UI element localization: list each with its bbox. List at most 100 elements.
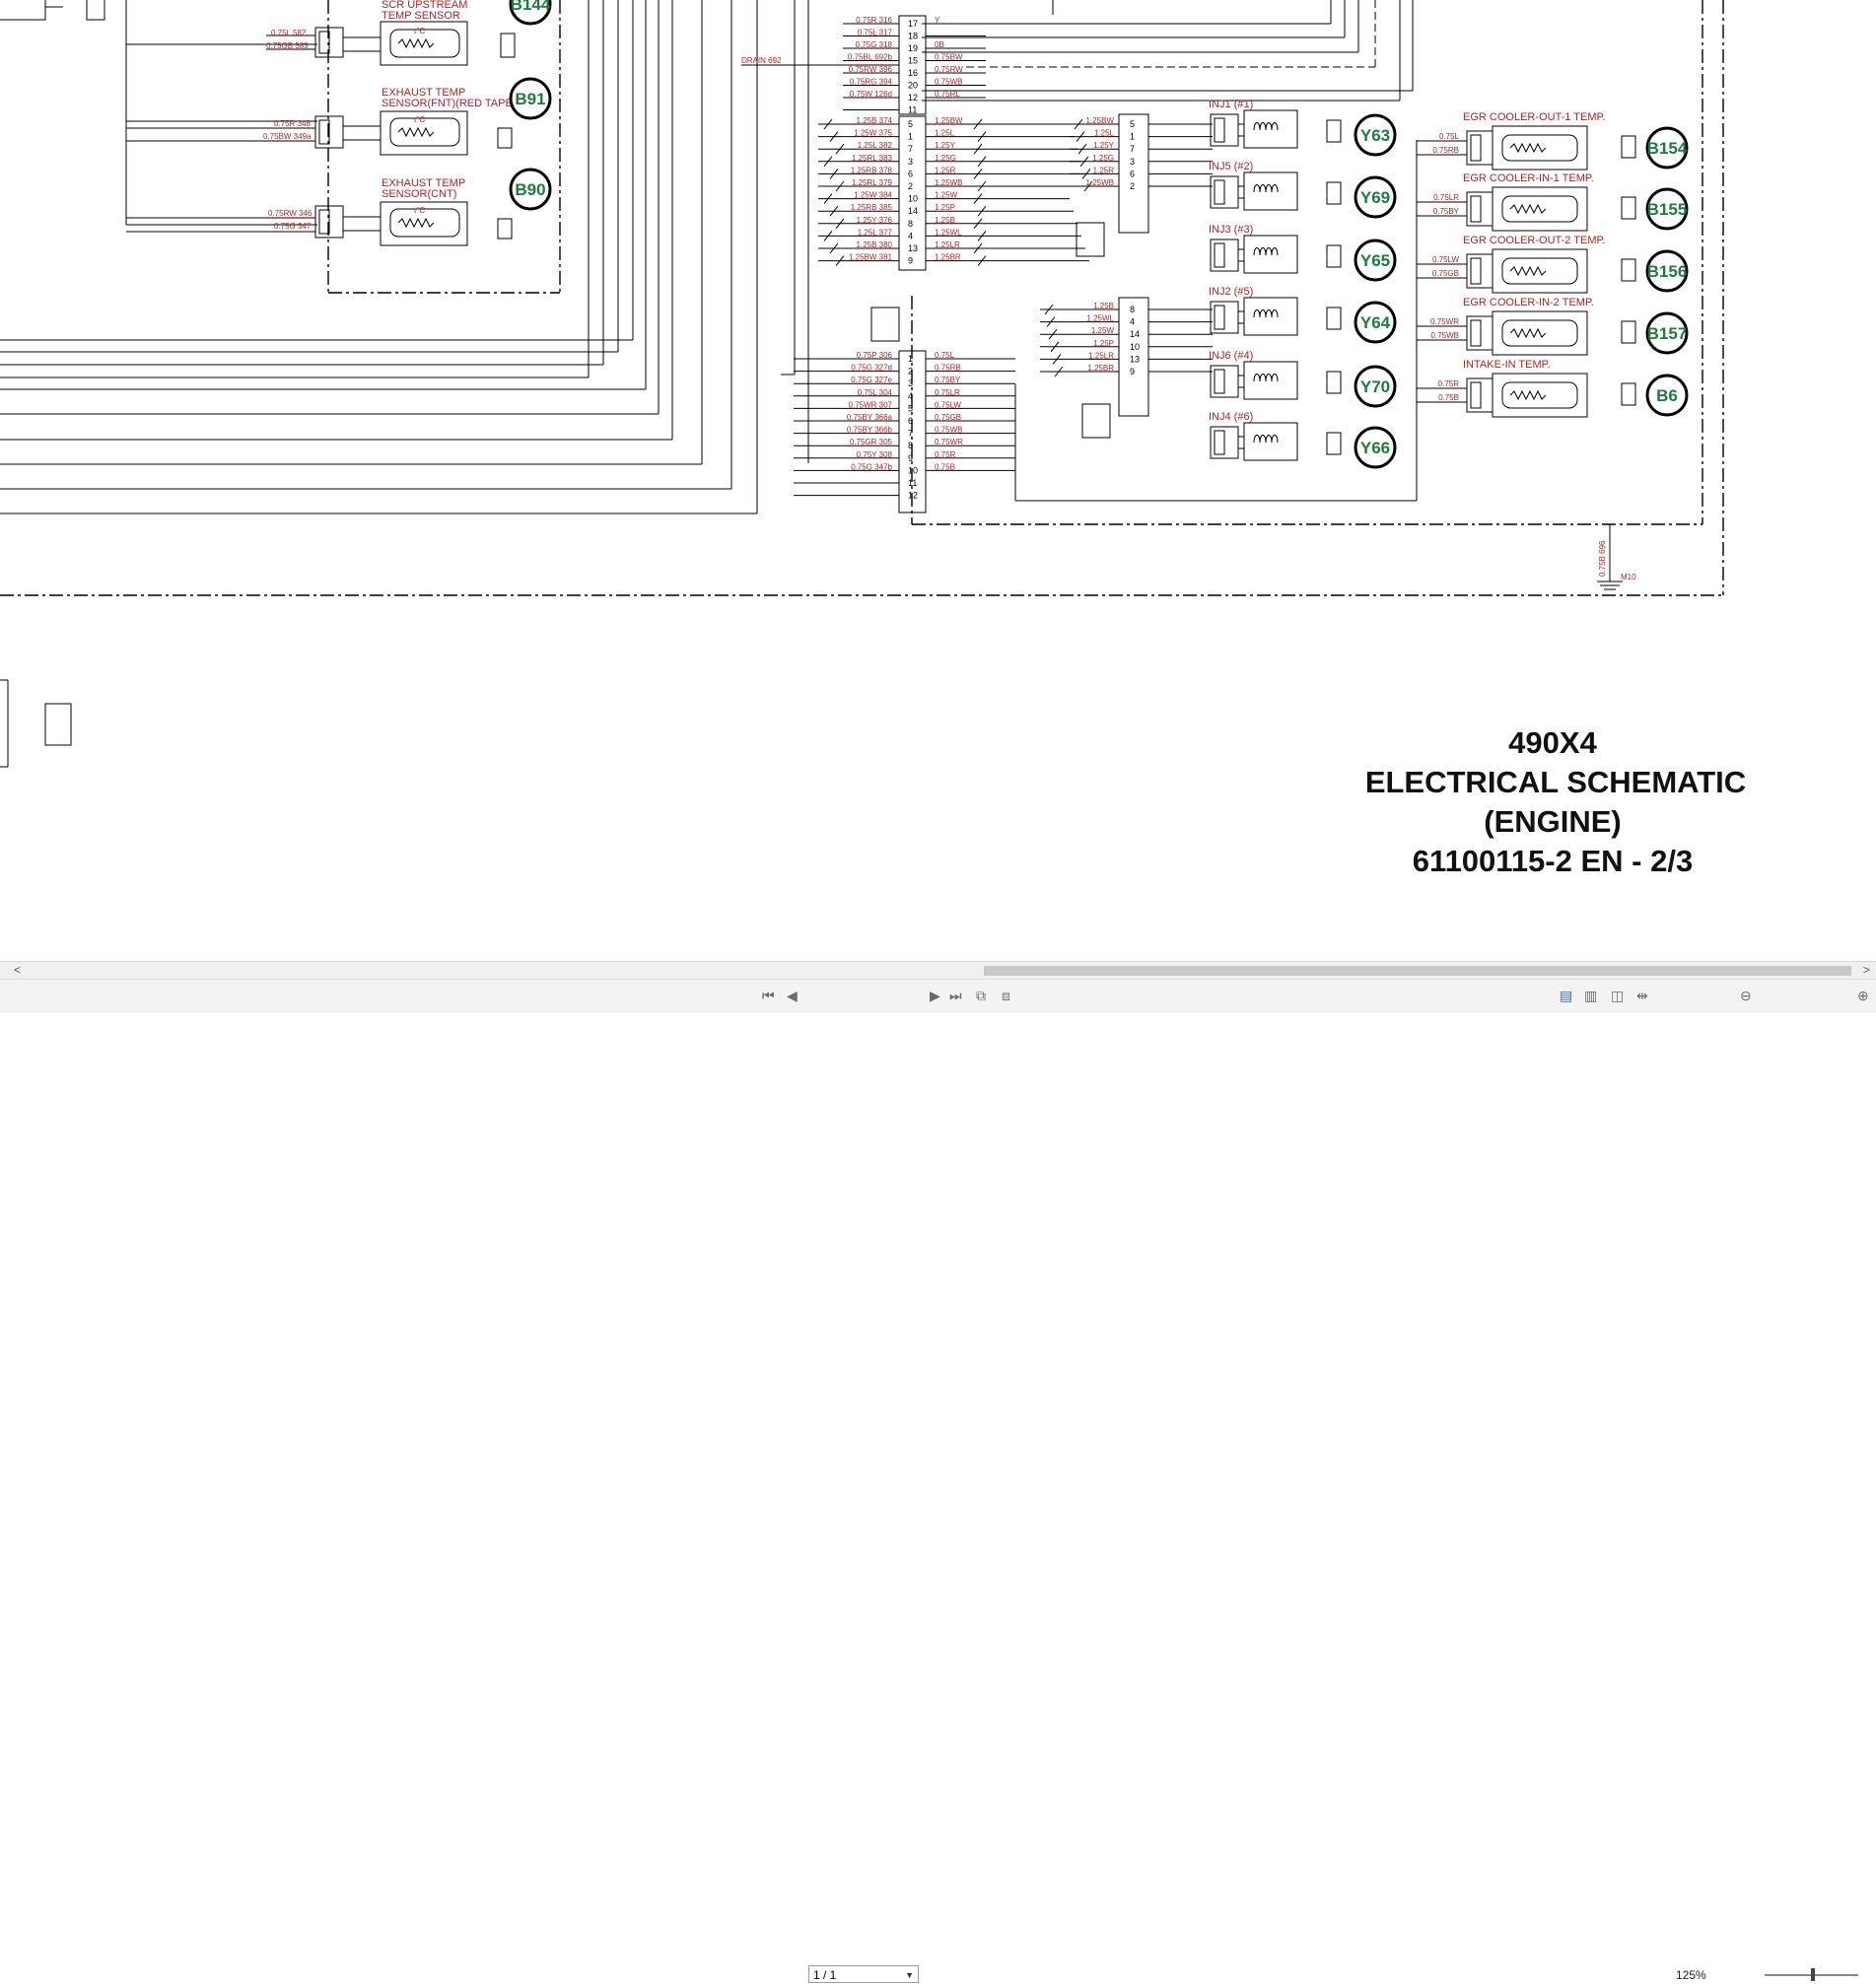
temp-sensor-label: EGR COOLER-IN-2 TEMP. <box>1463 297 1594 308</box>
pin-number: 8 <box>908 219 913 229</box>
ground-label: M10 <box>1621 573 1636 582</box>
pin-number: 3 <box>908 378 913 388</box>
ground-wire-label: 0.75B 696 <box>1598 540 1607 577</box>
wire-label: 1.25Y <box>1093 141 1115 150</box>
pin-number: 1 <box>908 132 913 142</box>
pin-number: 16 <box>908 68 918 78</box>
small-connector <box>870 307 900 342</box>
wire-label: 0.75GR 305 <box>850 438 893 446</box>
wire-label: 0.75G 327e <box>851 376 892 384</box>
next-page-icon[interactable]: ▶ <box>930 988 940 1003</box>
wire-label: 1.25LR <box>935 240 960 249</box>
zoom-level[interactable]: 125% <box>1676 1968 1706 1982</box>
small-connector <box>1076 222 1105 257</box>
wire-label: 0.75R <box>1438 379 1460 388</box>
zoom-slider-knob[interactable] <box>1811 1968 1815 1981</box>
wire-label: 1.25W <box>1091 326 1115 335</box>
wire-label: 0.75WR <box>935 438 963 446</box>
injector-1: INJ1 (#1)Y63 <box>1209 99 1397 157</box>
two-page-view-icon[interactable]: ◫ <box>1611 988 1625 1003</box>
document-viewport[interactable]: t°C SCR UPSTREAM TEMP SENSOR 0.75L 582 0… <box>0 0 1876 961</box>
pin-number: 2 <box>908 367 913 376</box>
sensor-label: SCR UPSTREAM <box>382 0 467 11</box>
wire-label: 1.25WB <box>1086 178 1114 187</box>
pin-number: 5 <box>908 119 913 129</box>
pin-number: 2 <box>1130 181 1135 191</box>
wire-label: 0.75WR <box>1430 317 1459 326</box>
badge-y63: Y63 <box>1360 126 1390 145</box>
pin-number: 19 <box>908 43 918 53</box>
wire-label: 0.75L 582 <box>271 29 307 37</box>
scroll-right-arrow-icon[interactable]: > <box>1863 963 1871 977</box>
wire-label: 1.25RL 383 <box>852 154 893 163</box>
scrollbar-thumb[interactable] <box>984 966 1851 976</box>
fit-width-icon[interactable]: ⇹ <box>1636 988 1648 1003</box>
wire-label: 0.75G 318 <box>856 40 893 49</box>
pin-number: 18 <box>908 32 918 41</box>
wire-label: 1.25P <box>1093 339 1114 348</box>
small-connector <box>1081 403 1111 439</box>
pin-number: 8 <box>1130 305 1135 314</box>
injector-label: INJ2 (#5) <box>1209 286 1253 298</box>
wire-label: 0.75L <box>1439 132 1460 141</box>
scroll-left-arrow-icon[interactable]: < <box>14 963 22 977</box>
wire-label: 0.75R <box>935 450 956 459</box>
wire-label: 0.75RW 346 <box>268 209 313 218</box>
injector-connector-b <box>1118 297 1149 417</box>
wire-label: 1.25RB 378 <box>851 166 893 174</box>
pin-number: 17 <box>908 19 918 29</box>
wire-label: 0.75BL 692b <box>848 53 893 62</box>
single-page-view-icon[interactable]: ▤ <box>1560 988 1573 1003</box>
pin-number: 9 <box>908 453 913 463</box>
zoom-in-icon[interactable]: ⊕ <box>1857 988 1869 1003</box>
electrical-schematic: t°C SCR UPSTREAM TEMP SENSOR 0.75L 582 0… <box>0 0 1746 878</box>
wire-label: 0.75LW <box>1432 255 1459 264</box>
wire-label: Y <box>935 16 940 25</box>
wire-label: 0.75WB <box>935 426 962 435</box>
badge-b154: B154 <box>1647 139 1688 158</box>
pin-number: 1 <box>908 354 913 364</box>
page-number-input[interactable]: 1 / 1▼ <box>808 1965 919 1983</box>
sensor-scr-upstream: t°C SCR UPSTREAM TEMP SENSOR 0.75L 582 0… <box>266 0 552 66</box>
wire-label: 1.25LR <box>1088 351 1114 360</box>
page-layout-icon[interactable]: ⧈ <box>1002 988 1010 1003</box>
temp-sensor-label: EGR COOLER-IN-1 TEMP. <box>1463 172 1594 184</box>
continuous-view-icon[interactable]: ▥ <box>1584 988 1598 1003</box>
sensor-label: TEMP SENSOR <box>382 10 460 22</box>
first-page-icon[interactable]: ⏮ <box>762 988 775 1003</box>
injector-connector-wires: 51.25BW11.25L71.25Y31.25G61.25R21.25WB81… <box>1040 116 1213 377</box>
wire-label: 1.25W <box>935 191 958 200</box>
wire-label: 0.75BY <box>935 376 961 384</box>
drain-label: DRAIN 692 <box>741 56 782 65</box>
wire-label: 0B <box>935 40 944 49</box>
zoom-out-icon[interactable]: ⊖ <box>1740 988 1752 1003</box>
zoom-slider[interactable] <box>1765 1968 1858 1981</box>
pin-number: 13 <box>908 243 918 253</box>
horizontal-scrollbar[interactable]: < > <box>0 961 1876 980</box>
wire-label: 0.75G 347b <box>851 462 892 471</box>
pin-number: 2 <box>908 181 913 191</box>
wire-label: 1.25BW <box>1086 116 1115 125</box>
injector-6: INJ4 (#6)Y66 <box>1209 411 1397 469</box>
pin-number: 10 <box>908 194 918 204</box>
last-page-icon[interactable]: ⏭ <box>949 988 962 1003</box>
wire-label: 1.25R <box>935 166 956 174</box>
wire-label: 0.75LW <box>935 400 961 409</box>
wire-label: 0.75RW 396 <box>849 65 893 74</box>
wire-label: 0.75GB <box>935 413 961 422</box>
wire-label: 1.25B 374 <box>857 116 893 125</box>
svg-text:t°C: t°C <box>414 27 425 35</box>
wire-label: 0.75R 348 <box>274 119 311 128</box>
viewer-toolbar: ⏮ ◀ 1 / 1▼ ▶ ⏭ ⧉ ⧈ ▤ ▥ ◫ ⇹ 125% ⊖ ⊕ <box>0 979 1876 1983</box>
copy-page-icon[interactable]: ⧉ <box>976 988 986 1003</box>
chevron-down-icon[interactable]: ▼ <box>905 1970 914 1980</box>
previous-page-icon[interactable]: ◀ <box>787 988 798 1003</box>
wire-label: 0.75RB <box>1432 146 1459 155</box>
badge-y69: Y69 <box>1360 188 1390 207</box>
wire-label: 1.25RB 385 <box>851 203 893 212</box>
injector-2: INJ5 (#2)Y69 <box>1209 161 1397 219</box>
wire-label: 0.75BY 366b <box>847 426 893 435</box>
